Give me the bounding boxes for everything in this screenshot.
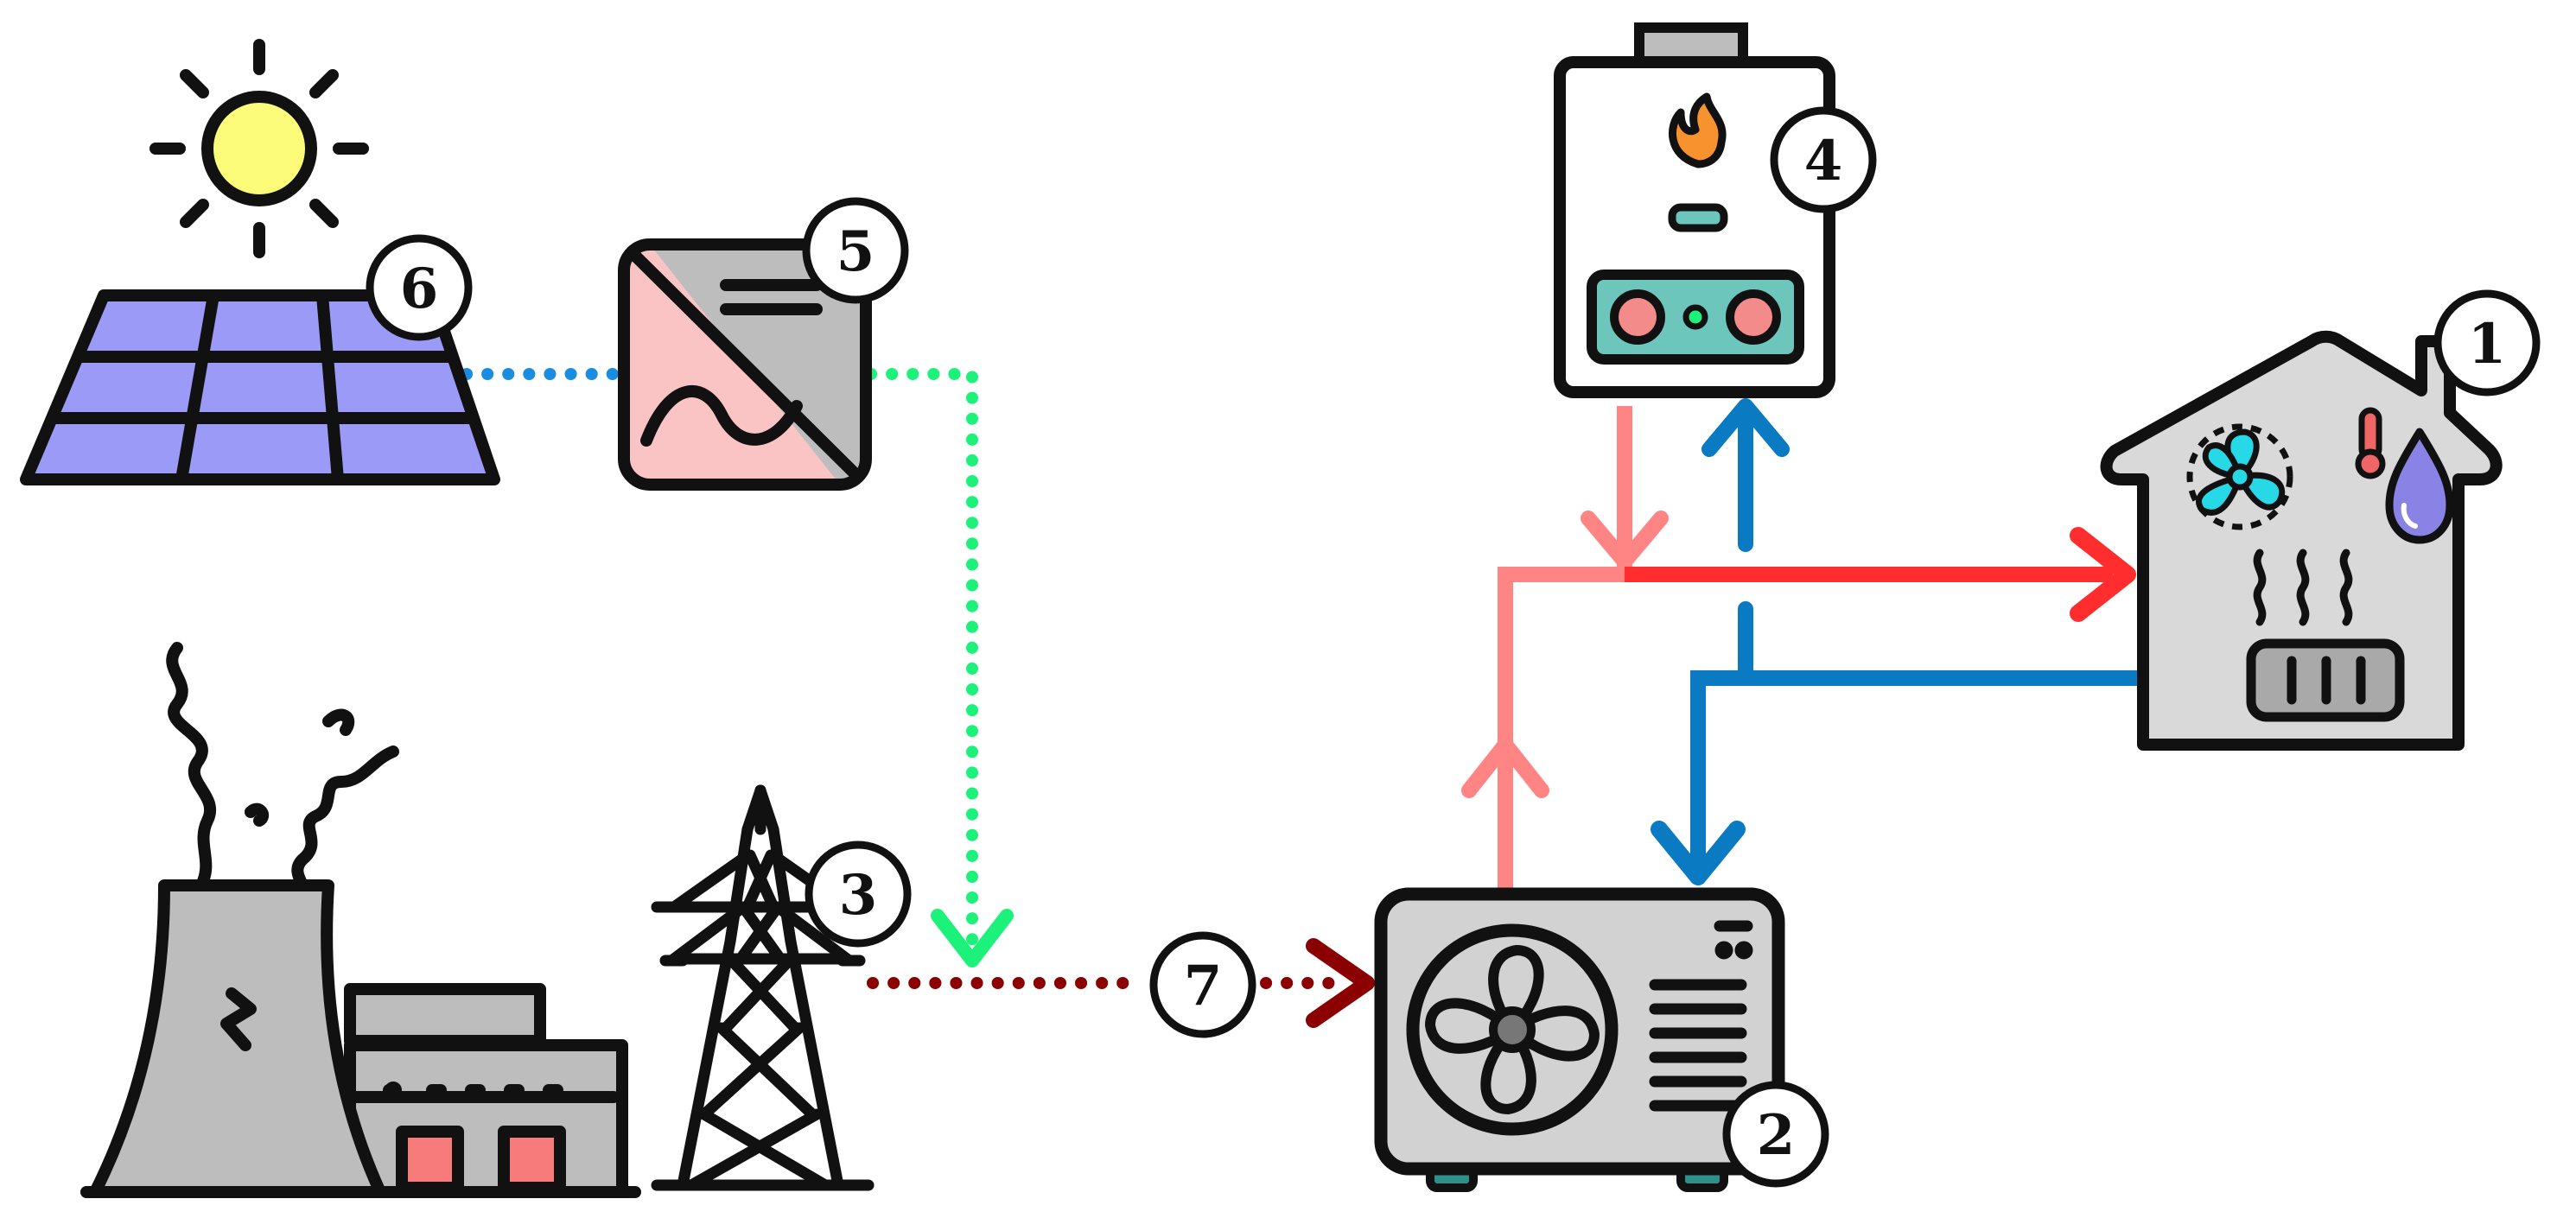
boiler-cold-arrowhead: [1701, 398, 1790, 457]
badge-5: 5: [802, 197, 909, 304]
cold-return-arrowhead: [1651, 821, 1746, 885]
radiator-icon: [2246, 638, 2405, 722]
inverter-ac-arrowhead: [931, 909, 1014, 967]
solar-panel-icon: [20, 289, 500, 485]
sun-icon: [149, 39, 369, 258]
grid-power-arrowhead: [1306, 938, 1375, 1028]
badge-2: 2: [1722, 1081, 1829, 1188]
connections: [461, 368, 2139, 1028]
badge-7-label: 7: [1184, 954, 1223, 1018]
badge-5-label: 5: [836, 219, 875, 284]
inverter-ac-line: [865, 368, 978, 948]
flame-icon: [1668, 92, 1727, 168]
heat-pump-outdoor-unit-icon: [1374, 887, 1785, 1192]
inverter-icon: [618, 238, 872, 491]
heat-pump-hot-arrowhead: [1461, 737, 1549, 798]
fan-icon: [1406, 923, 1619, 1136]
badge-1: 1: [2433, 289, 2541, 396]
badge-3-label: 3: [839, 863, 878, 928]
badge-7: 7: [1149, 931, 1256, 1038]
gas-boiler-icon: [1554, 22, 1835, 398]
heat-waves-icon: [2253, 549, 2353, 626]
badge-4-label: 4: [1804, 129, 1843, 193]
badge-2-label: 2: [1757, 1103, 1796, 1168]
heat-pump-hot-line: [1498, 567, 1625, 890]
badge-6: 6: [366, 234, 473, 341]
boiler-hot-arrowhead: [1581, 511, 1669, 569]
badge-6-label: 6: [400, 257, 439, 321]
house-icon: [2100, 330, 2503, 751]
thermometer-icon: [2355, 407, 2386, 479]
power-plant-icon: [80, 642, 641, 1198]
fan-icon: [2186, 423, 2293, 530]
badge-1-label: 1: [2468, 312, 2507, 377]
water-drop-icon: [2385, 428, 2454, 544]
heat-pump-vents: [1649, 920, 1753, 1112]
badge-3: 3: [805, 841, 912, 948]
badge-4: 4: [1770, 106, 1877, 213]
hot-supply-arrowhead: [2070, 527, 2136, 622]
cold-return-line: [1690, 670, 2139, 864]
